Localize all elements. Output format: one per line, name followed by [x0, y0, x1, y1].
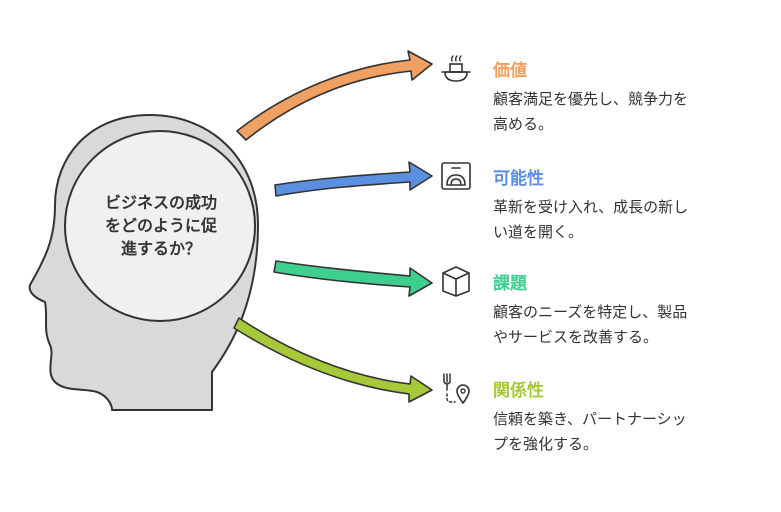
description-line: い道を開く。 [493, 223, 584, 241]
center-line: ビジネスの成功 [104, 193, 217, 212]
center-line: 進するか？ [120, 239, 201, 258]
box-icon [442, 266, 470, 297]
item-description: 革新を受け入れ、成長の新し い道を開く。 [493, 195, 773, 245]
center-question: ビジネスの成功 をどのように促 進するか？ [76, 191, 246, 260]
thought-circle [64, 130, 256, 322]
item-description: 顧客のニーズを特定し、製品 やサービスを改善する。 [493, 300, 773, 350]
item-title: 関係性 [493, 381, 544, 401]
description-line: 信頼を築き、パートナーシッ [493, 410, 687, 428]
route-icon [443, 373, 470, 404]
center-line: をどのように促 [104, 216, 217, 235]
item-title: 課題 [493, 274, 527, 294]
oven-icon [441, 162, 471, 190]
arrow-value [236, 50, 433, 141]
description-line: 顧客のニーズを特定し、製品 [493, 303, 688, 321]
arrow-challenge [273, 260, 433, 297]
food-icon [441, 55, 471, 82]
description-line: プを強化する。 [493, 435, 599, 453]
arrow-potential [274, 161, 433, 197]
description-line: 顧客満足を優先し、競争力を [493, 90, 689, 108]
description-line: 高める。 [493, 115, 554, 133]
description-line: やサービスを改善する。 [493, 328, 659, 346]
item-title: 可能性 [493, 169, 544, 189]
item-description: 顧客満足を優先し、競争力を 高める。 [493, 87, 773, 137]
arrow-relationship [233, 317, 433, 403]
item-title: 価値 [493, 61, 527, 81]
item-description: 信頼を築き、パートナーシッ プを強化する。 [493, 407, 773, 457]
description-line: 革新を受け入れ、成長の新し [493, 198, 689, 216]
